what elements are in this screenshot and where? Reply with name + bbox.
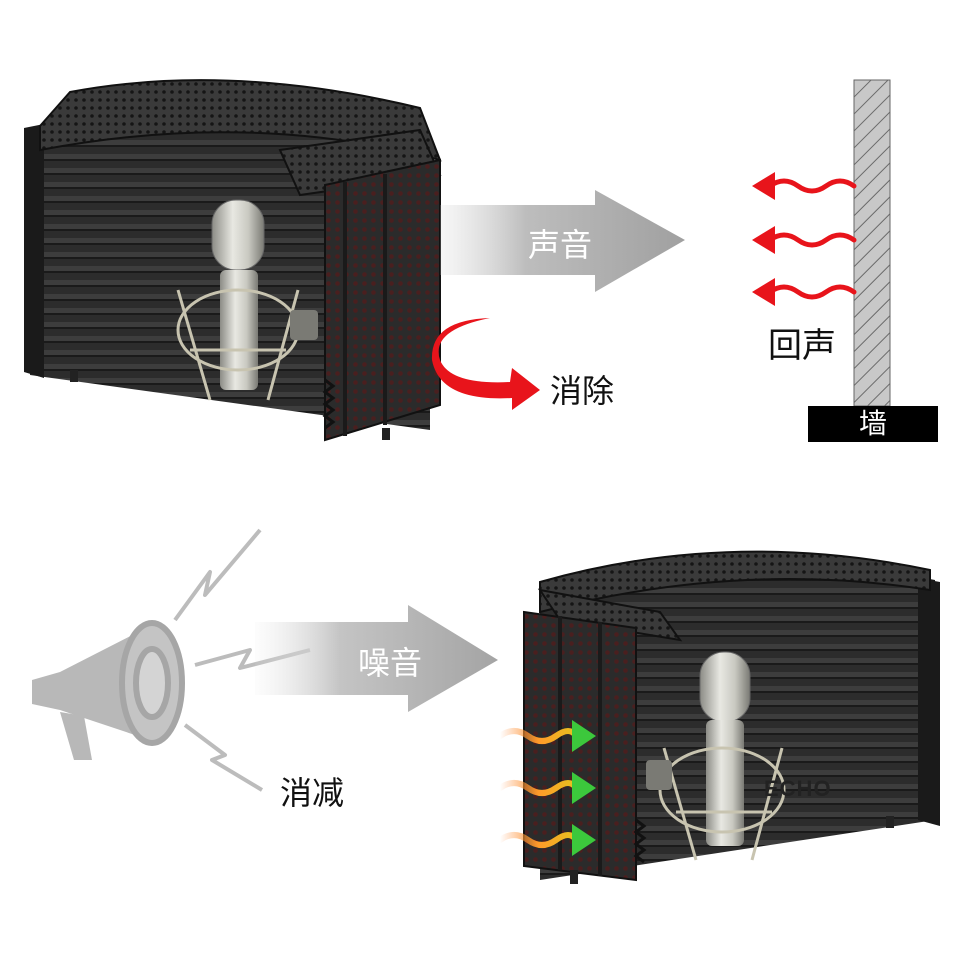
green-arrow-heads — [572, 720, 596, 856]
reduce-label: 消减 — [280, 774, 345, 812]
noise-label: 噪音 — [358, 644, 423, 682]
cancel-label: 消除 — [550, 372, 615, 410]
microphone-icon — [176, 199, 318, 401]
echo-label: 回声 — [768, 326, 836, 366]
echo-arrow-heads — [752, 172, 775, 306]
sound-arrow — [440, 190, 685, 292]
sound-label: 声音 — [528, 226, 593, 264]
noise-wave-arrows — [497, 728, 579, 848]
echo-wave-arrows — [767, 178, 857, 300]
megaphone-icon — [32, 620, 185, 760]
microphone-icon — [646, 651, 786, 861]
noise-arrow — [255, 605, 498, 712]
echo-brand-label: ECHO — [764, 776, 832, 801]
wall-label: 墙 — [808, 406, 938, 442]
wall — [853, 79, 891, 407]
cancel-arrow-icon — [431, 318, 540, 410]
